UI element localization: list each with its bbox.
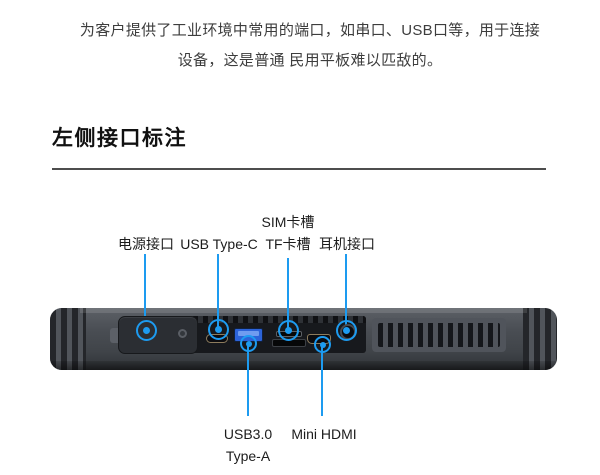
callout-dot [285, 327, 292, 334]
callout-dot [319, 341, 326, 348]
section-title-rule [52, 168, 546, 170]
callout-ring-sim-tf [278, 320, 299, 341]
label-tf-slot: TF卡槽 [265, 236, 311, 252]
callout-dot [343, 327, 350, 334]
label-type-a: Type-A [225, 448, 271, 464]
power-port-cover [118, 316, 198, 354]
intro-line-2: 设备，这是普通 民用平板难以匹敌的。 [177, 52, 443, 69]
callout-ring-headphone [336, 320, 357, 341]
body-bottom-shadow [50, 361, 557, 370]
intro-line-1: 为客户提供了工业环境中常用的端口，如串口、USB口等，用于连接 [79, 22, 541, 39]
callout-line-headphone [345, 254, 347, 330]
label-usb-type-c: USB Type-C [180, 236, 258, 252]
callout-ring-usb-a [240, 335, 257, 352]
label-mini-hdmi: Mini HDMI [291, 426, 357, 442]
callout-dot [143, 327, 150, 334]
callout-ring-power [136, 320, 157, 341]
label-power-port: 电源接口 [118, 236, 174, 252]
callout-ring-usb-type-c [208, 319, 229, 340]
callout-line-sim-tf [287, 258, 289, 330]
callout-line-power [144, 254, 146, 330]
callout-line-usb-a [247, 343, 249, 416]
label-usb3-type-a: USB3.0 Type-A [210, 423, 286, 467]
callout-dot [245, 340, 252, 347]
callout-ring-mini-hdmi [314, 336, 331, 353]
label-headphone-jack: 耳机接口 [319, 236, 375, 252]
vent-grille [372, 318, 506, 352]
label-sim-tf-slot: SIM卡槽 TF卡槽 [248, 211, 328, 255]
callout-line-usb-type-c [217, 254, 219, 329]
callout-dot [215, 326, 222, 333]
label-sim-slot: SIM卡槽 [261, 214, 315, 230]
cover-screw [178, 329, 187, 338]
section-title: 左侧接口标注 [52, 127, 187, 150]
label-usb3: USB3.0 [223, 426, 273, 442]
right-bumper-ribs [523, 308, 557, 370]
callout-line-mini-hdmi [321, 344, 323, 416]
intro-paragraph: 为客户提供了工业环境中常用的端口，如串口、USB口等，用于连接 设备，这是普通 … [20, 16, 600, 76]
left-bumper-ribs [50, 308, 86, 370]
body-top-highlight [80, 308, 527, 313]
